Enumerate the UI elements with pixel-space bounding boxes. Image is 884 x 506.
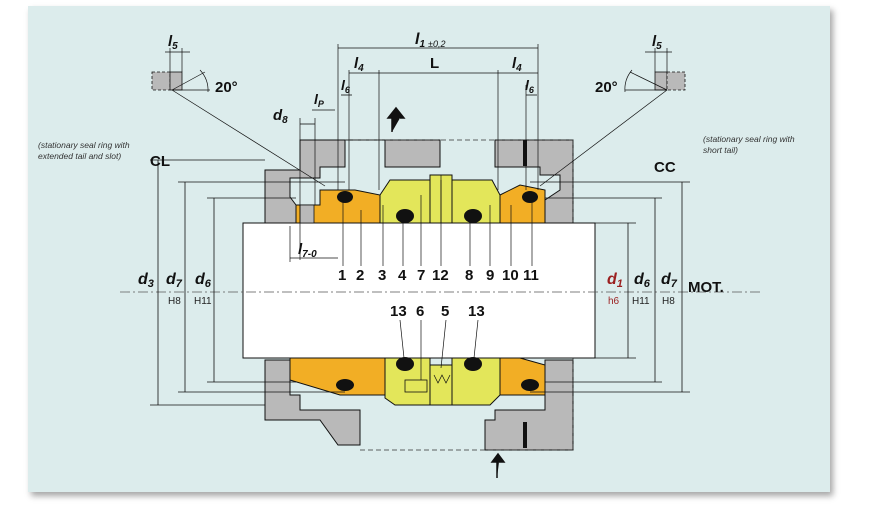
part-number: 12 <box>432 267 449 284</box>
part-numbers-top: 1 2 3 4 7 12 8 9 10 11 <box>338 267 539 284</box>
housing <box>264 139 574 451</box>
dim-l7: l7-0 <box>298 241 317 260</box>
flow-arrow-top-icon <box>386 106 406 132</box>
spring-icon <box>433 374 451 384</box>
diam-d7-right: d7 <box>661 271 678 290</box>
oring-4 <box>396 209 414 223</box>
detail-left <box>151 48 326 187</box>
dim-L: L <box>430 55 439 72</box>
angle-left: 20° <box>215 79 238 96</box>
dim-l6-right: l6 <box>525 77 535 95</box>
diameter-lines <box>150 159 690 406</box>
tol-d1: h6 <box>608 296 620 307</box>
stationary-ring-right-lower <box>499 357 546 396</box>
label-cl: CL <box>150 153 170 170</box>
part-numbers-bottom: 13 6 5 13 <box>390 303 485 320</box>
label-mot: MOT. <box>688 279 724 296</box>
lower-seal <box>289 357 546 406</box>
note-right-1: (stationary seal ring with <box>703 134 795 144</box>
part-number: 8 <box>465 267 473 284</box>
diam-d6-right: d6 <box>634 271 651 290</box>
diam-d1: d1 <box>607 271 623 290</box>
leader-lines <box>342 180 533 380</box>
oring-13-left <box>396 357 414 371</box>
flow-arrow-bottom-icon <box>490 452 506 478</box>
part-number: 5 <box>441 303 449 320</box>
top-dimensions <box>289 44 539 262</box>
oring-1 <box>337 191 353 203</box>
anti-rotation-pin <box>299 204 315 224</box>
part-number: 11 <box>523 267 539 284</box>
stationary-ring-right <box>499 184 546 224</box>
part-number: 1 <box>338 267 346 284</box>
dim-l5-left: l5 <box>168 33 178 52</box>
angle-right: 20° <box>595 79 618 96</box>
oring-11-lower <box>521 379 539 391</box>
oring-11 <box>522 191 538 203</box>
note-left-2: extended tail and slot) <box>38 151 121 161</box>
dim-lp: lP <box>314 91 325 109</box>
oring-8 <box>464 209 482 223</box>
tol-d6-right: H11 <box>632 296 650 307</box>
diam-d6-left: d6 <box>195 271 212 290</box>
part-number: 9 <box>486 267 494 284</box>
tol-d7-right: H8 <box>662 296 675 307</box>
spring-unit-lower <box>429 364 453 406</box>
oring-1-lower <box>336 379 354 391</box>
dim-l1: l1±0,2 <box>415 31 445 50</box>
slot-bottom <box>523 422 527 448</box>
part-number: 6 <box>416 303 424 320</box>
label-cc: CC <box>654 159 676 176</box>
tol-d7-left: H8 <box>168 296 181 307</box>
dim-l4-right: l4 <box>512 55 522 74</box>
oring-13-right <box>464 357 482 371</box>
part-number: 2 <box>356 267 364 284</box>
part-number: 13 <box>390 303 407 320</box>
note-left-1: (stationary seal ring with <box>38 140 130 150</box>
stationary-ring-left-lower <box>289 357 386 396</box>
diam-d7-left: d7 <box>166 271 183 290</box>
tol-d6-left: H11 <box>194 296 212 307</box>
part-number: 10 <box>502 267 519 284</box>
dim-l4-left: l4 <box>354 55 364 74</box>
dim-l6-left: l6 <box>341 77 351 95</box>
part-number: 13 <box>468 303 485 320</box>
housing-lower-left <box>264 359 361 446</box>
drive-pin <box>404 379 428 393</box>
dim-l5-right: l5 <box>652 33 662 52</box>
diam-d3: d3 <box>138 271 154 290</box>
part-number: 7 <box>417 267 425 284</box>
detail-right <box>539 48 686 187</box>
slot-top <box>523 140 527 166</box>
note-right-2: short tail) <box>703 145 738 155</box>
dim-d8: d8 <box>273 107 288 126</box>
shaft <box>242 222 596 359</box>
part-number: 4 <box>398 267 407 284</box>
part-number: 3 <box>378 267 386 284</box>
